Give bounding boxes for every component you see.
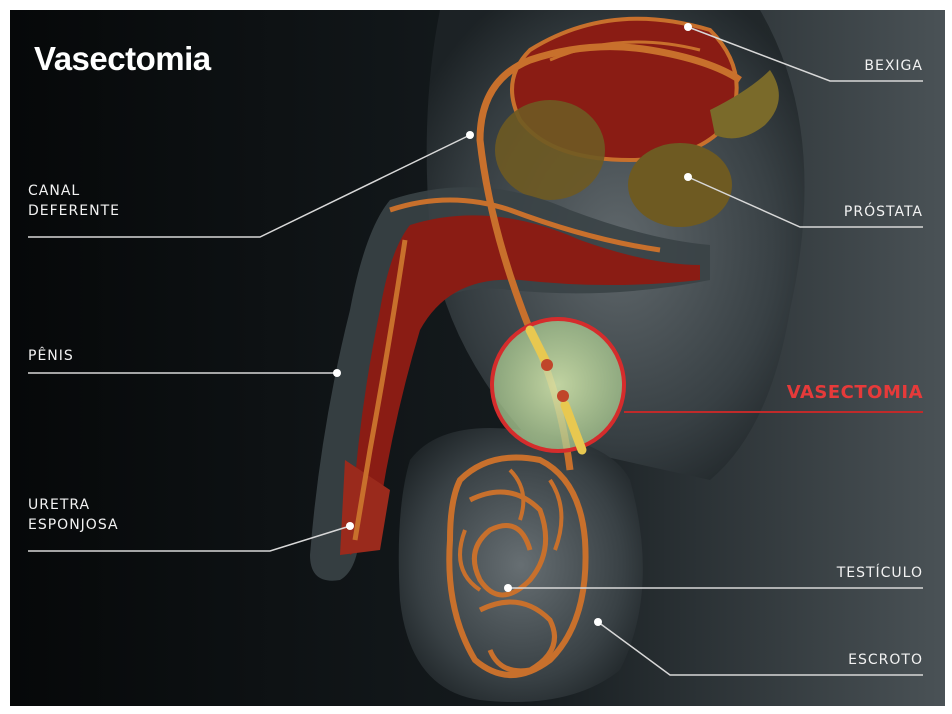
label-bexiga: BEXIGA — [864, 56, 923, 76]
vas-cut-knot-upper — [541, 359, 553, 371]
dot-testiculo — [504, 584, 512, 592]
diagram-canvas: Vasectomia CANAL DEFERENTE PÊNIS URETRA … — [10, 10, 945, 706]
label-uretra-esponjosa: URETRA ESPONJOSA — [28, 495, 119, 535]
dot-uretra — [346, 522, 354, 530]
label-penis: PÊNIS — [28, 346, 74, 366]
dot-prostata — [684, 173, 692, 181]
prostate-lobe-shape — [495, 100, 605, 200]
label-testiculo: TESTÍCULO — [837, 563, 923, 583]
label-vasectomia: VASECTOMIA — [787, 383, 923, 403]
diagram-title: Vasectomia — [34, 40, 211, 78]
label-prostata: PRÓSTATA — [844, 202, 923, 222]
scrotum-shape — [399, 428, 643, 702]
label-canal-deferente: CANAL DEFERENTE — [28, 181, 120, 221]
anatomy-illustration — [10, 10, 945, 706]
dot-canal-deferente — [466, 131, 474, 139]
dot-bexiga — [684, 23, 692, 31]
dot-penis — [333, 369, 341, 377]
prostate-shape — [628, 143, 732, 227]
vasectomy-highlight-circle — [492, 319, 624, 451]
dot-escroto — [594, 618, 602, 626]
vas-cut-knot-lower — [557, 390, 569, 402]
label-escroto: ESCROTO — [848, 650, 923, 670]
